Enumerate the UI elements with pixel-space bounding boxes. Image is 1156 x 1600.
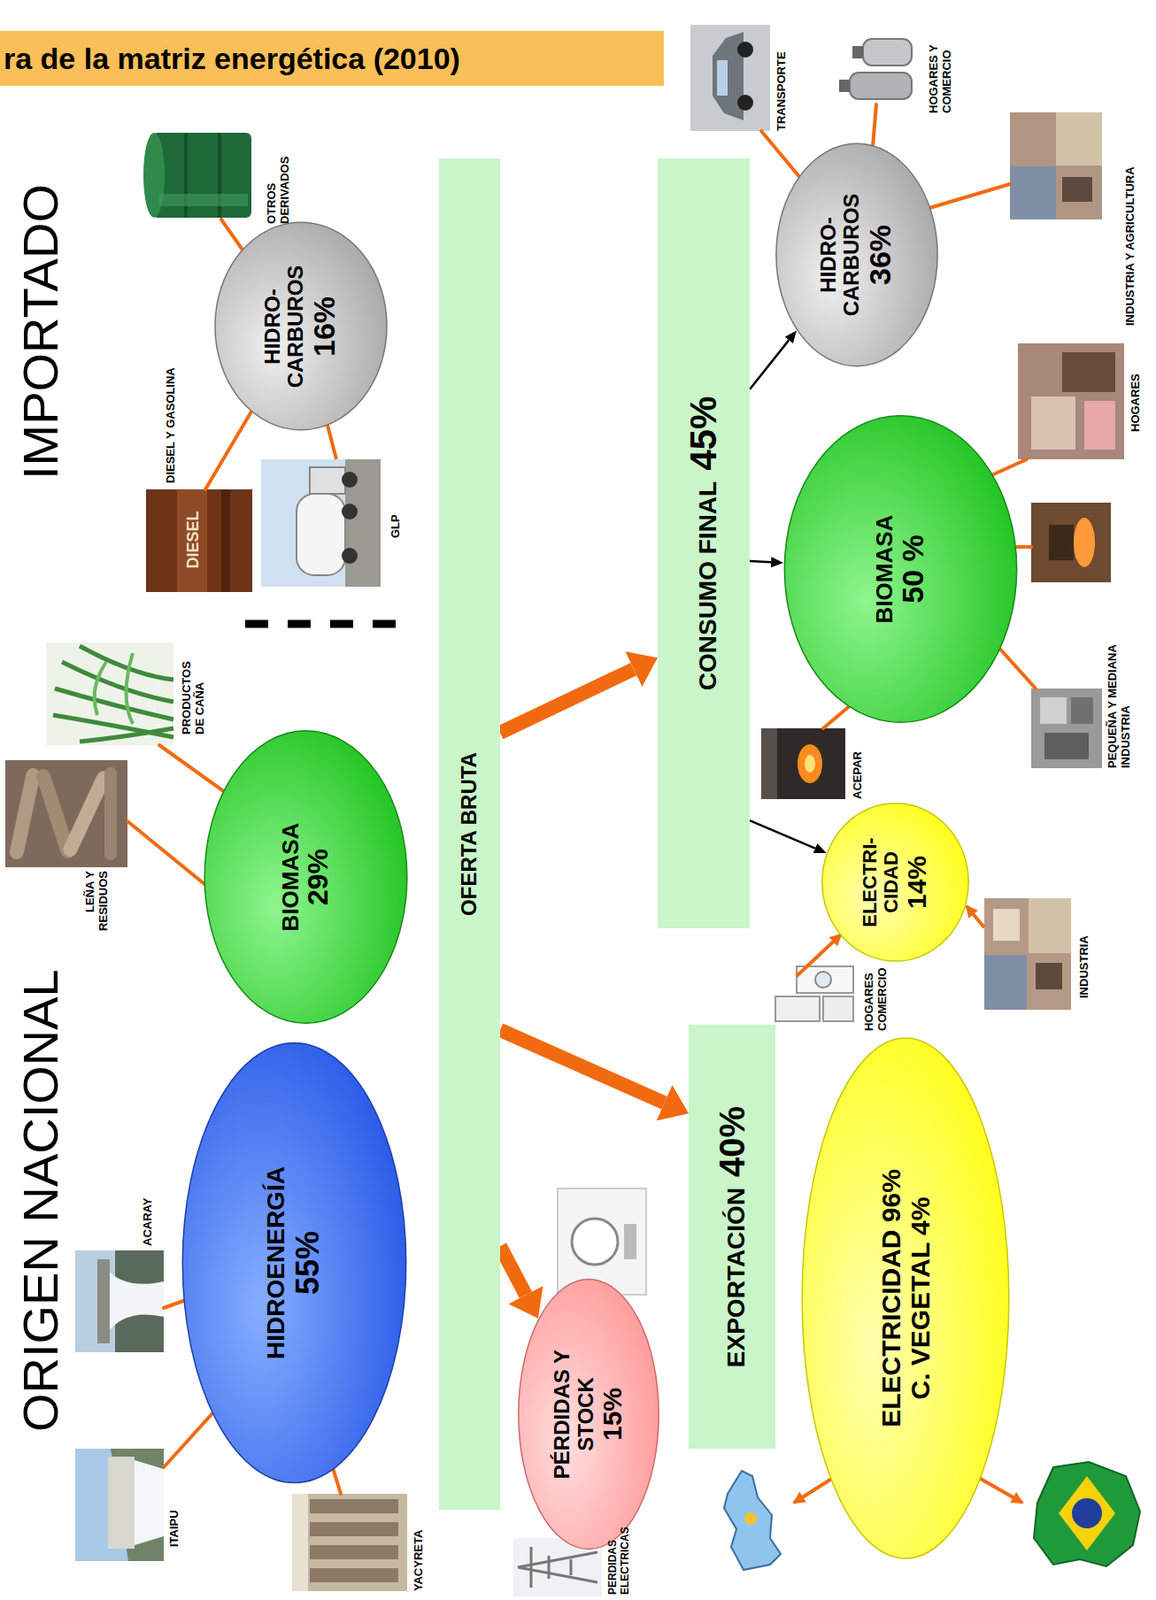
picture-caption: ACARAY bbox=[141, 1175, 155, 1247]
node-label: BIOMASA bbox=[871, 515, 898, 625]
export-ellipse: ELECTRICIDAD 96%C. VEGETAL 4% bbox=[801, 1035, 1010, 1562]
node-label: 55% bbox=[290, 1231, 326, 1295]
node-text-group: ELECTRICIDAD 96%C. VEGETAL 4% bbox=[876, 1169, 935, 1428]
sugarcane-photo bbox=[46, 642, 174, 746]
node-label: 36% bbox=[863, 224, 897, 286]
yacyreta-photo bbox=[292, 1494, 408, 1592]
car-photo bbox=[690, 24, 771, 132]
node-label: HIDRO-CARBUROS bbox=[816, 184, 864, 326]
gas-cylinders bbox=[839, 38, 912, 100]
picture-caption: GLP bbox=[389, 493, 403, 539]
node-text-group: PÉRDIDAS Y STOCK15% bbox=[550, 1325, 627, 1503]
title-text: ra de la matriz energética (2010) bbox=[0, 30, 664, 86]
export-band: EXPORTACIÓN 40% bbox=[688, 1024, 776, 1449]
node-text-group: BIOMASA29% bbox=[277, 823, 335, 933]
consumption-band: CONSUMO FINAL 45% bbox=[657, 158, 750, 929]
lpg-truck-photo bbox=[261, 459, 381, 587]
picture-caption: LEÑA Y RESIDUOS bbox=[84, 870, 111, 949]
node-label: 15% bbox=[597, 1387, 627, 1442]
picture-caption: HOGARES COMERCIO bbox=[863, 962, 890, 1032]
hydro-ellipse: HIDROENERGÍA55% bbox=[181, 1040, 408, 1486]
picture-caption: YACYRETA bbox=[412, 1494, 426, 1592]
node-text-group: HIDRO-CARBUROS36% bbox=[816, 184, 897, 326]
title-bar: ra de la matriz energética (2010) bbox=[0, 30, 664, 86]
picture-caption: HOGARES Y COMERCIO bbox=[927, 7, 955, 114]
picture-caption: INDUSTRIA bbox=[1078, 909, 1092, 999]
steel-mill-photo bbox=[761, 728, 846, 800]
node-text-group: OFERTA BRUTA bbox=[457, 752, 481, 917]
biomass-circle: BIOMASA50 % bbox=[783, 414, 1018, 725]
picture-caption: ACEPAR bbox=[851, 728, 865, 800]
picture-caption: ITAIPU bbox=[168, 1476, 182, 1548]
kitchen-photo bbox=[1017, 343, 1125, 460]
node-label: 16% bbox=[308, 296, 341, 357]
losses-ellipse: PÉRDIDAS Y STOCK15% bbox=[517, 1278, 660, 1551]
node-label: PÉRDIDAS Y STOCK bbox=[550, 1325, 598, 1503]
node-label: HIDRO-CARBUROS bbox=[261, 260, 309, 394]
acaray-photo bbox=[75, 1250, 164, 1353]
node-label: 29% bbox=[302, 848, 334, 906]
electricity-circle: ELECTRI-CIDAD14% bbox=[821, 802, 970, 963]
region-heading: IMPORTADO bbox=[15, 196, 66, 480]
node-label: CONSUMO FINAL bbox=[694, 481, 723, 691]
flow-arrow bbox=[500, 669, 634, 733]
picture-caption: PEQUEÑA Y MEDIANA INDUSTRIA bbox=[1106, 635, 1133, 769]
flow-pointer bbox=[749, 820, 816, 848]
node-text-group: CONSUMO FINAL 45% bbox=[683, 396, 725, 692]
node-text-group: HIDRO-CARBUROS16% bbox=[261, 260, 341, 394]
node-text-group: HIDROENERGÍA55% bbox=[262, 1166, 325, 1360]
meter-photo bbox=[557, 1188, 647, 1295]
node-label: BIOMASA bbox=[277, 823, 304, 933]
node-text-group: ELECTRI-CIDAD14% bbox=[859, 833, 932, 932]
picture-caption: TRANSPORTE bbox=[775, 24, 789, 132]
divider-dashes bbox=[245, 620, 403, 629]
itaipu-photo bbox=[75, 1448, 164, 1562]
node-label: HIDROENERGÍA bbox=[262, 1166, 291, 1360]
appliances-photo bbox=[770, 964, 857, 1025]
brazil-map bbox=[1033, 1462, 1141, 1567]
supply-band: OFERTA BRUTA bbox=[439, 158, 501, 1511]
node-label: OFERTA BRUTA bbox=[457, 752, 481, 917]
flow-arrow bbox=[500, 1030, 665, 1103]
biomass-ellipse: BIOMASA29% bbox=[203, 729, 409, 1025]
picture-caption: DIESEL Y GASOLINA bbox=[164, 341, 178, 484]
picture-caption: OTROS DERIVADOS bbox=[265, 117, 293, 224]
industry-photo bbox=[984, 898, 1072, 1010]
firewood-photo bbox=[5, 760, 128, 868]
node-text-group: BIOMASA50 % bbox=[871, 515, 931, 625]
industry-agriculture-photo bbox=[1009, 112, 1103, 220]
region-heading: ORIGEN NACIONAL bbox=[15, 847, 66, 1433]
node-label: EXPORTACIÓN bbox=[723, 1187, 751, 1368]
node-label: ELECTRI-CIDAD bbox=[859, 833, 902, 932]
node-label: 50 % bbox=[896, 534, 930, 604]
node-label: 40% bbox=[712, 1106, 752, 1178]
node-label: 45% bbox=[683, 396, 725, 471]
picture-caption: DIESEL bbox=[184, 497, 203, 583]
picture-caption: HOGARES bbox=[1129, 352, 1143, 432]
small-industry-photo bbox=[1031, 688, 1103, 769]
diesel-photo bbox=[146, 489, 253, 593]
hydrocarbon-circle: HIDRO-CARBUROS36% bbox=[775, 142, 939, 368]
oil-barrel bbox=[143, 132, 252, 218]
node-text-group: EXPORTACIÓN 40% bbox=[712, 1106, 752, 1368]
node-label: C. VEGETAL 4% bbox=[905, 1197, 935, 1401]
flow-pointer bbox=[749, 561, 771, 563]
picture-caption: INDUSTRIA Y AGRICULTURA bbox=[1124, 86, 1138, 326]
node-label: ELECTRICIDAD 96% bbox=[876, 1169, 906, 1428]
node-label: 14% bbox=[901, 855, 932, 910]
flow-pointer bbox=[749, 339, 789, 390]
home-cooking-photo bbox=[1031, 502, 1111, 583]
hydrocarbon-circle: HIDRO-CARBUROS16% bbox=[214, 222, 388, 432]
picture-caption: PERDIDAS ELECTRICAS bbox=[607, 1518, 632, 1596]
picture-caption: PRODUCTOS DE CAÑA bbox=[180, 646, 208, 735]
flow-arrow bbox=[500, 1246, 526, 1295]
argentina-map bbox=[724, 1471, 781, 1571]
